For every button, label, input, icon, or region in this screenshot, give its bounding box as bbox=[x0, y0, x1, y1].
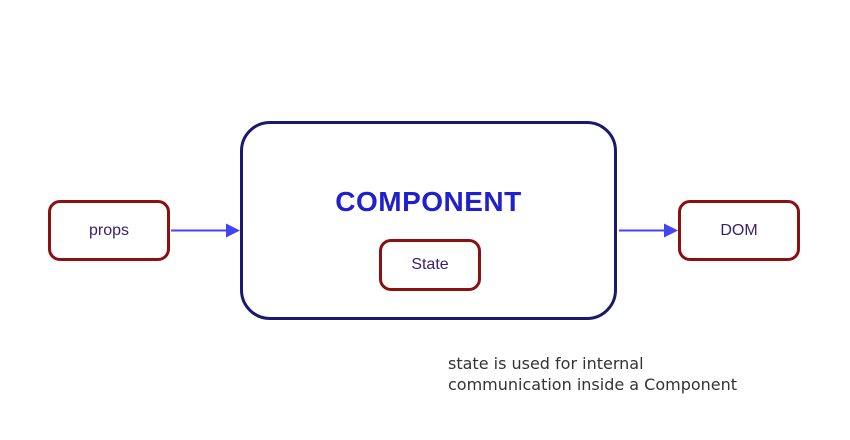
component-node-title: COMPONENT bbox=[335, 186, 522, 217]
state-node-label: State bbox=[411, 256, 449, 273]
props-node: props bbox=[48, 200, 170, 261]
props-node-label: props bbox=[88, 221, 130, 239]
props-to-component-arrow-icon bbox=[171, 223, 240, 238]
dom-node-label: DOM bbox=[720, 221, 758, 239]
caption-line-2: communication inside a Component bbox=[448, 375, 738, 394]
component-to-dom-arrow-icon bbox=[619, 223, 678, 238]
state-node: State bbox=[379, 239, 481, 291]
dom-node: DOM bbox=[678, 200, 800, 261]
diagram-caption: state is used for internal communication… bbox=[448, 353, 808, 395]
caption-line-1: state is used for internal bbox=[448, 354, 644, 373]
component-node: COMPONENT State bbox=[240, 121, 617, 320]
